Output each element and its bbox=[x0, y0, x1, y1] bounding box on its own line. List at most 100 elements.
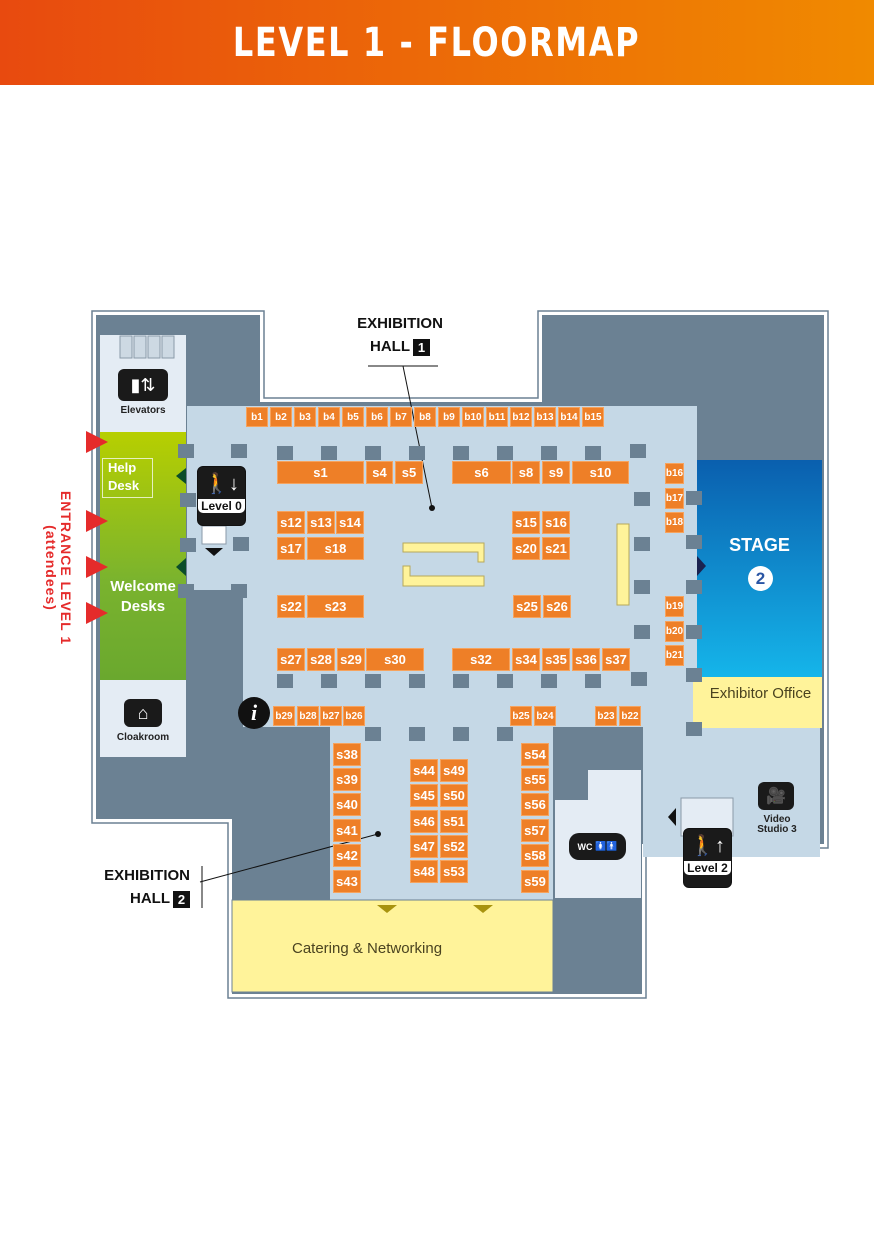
booth-s47[interactable]: s47 bbox=[410, 835, 438, 858]
booth-b26[interactable]: b26 bbox=[343, 706, 365, 726]
booth-b1[interactable]: b1 bbox=[246, 407, 268, 427]
booth-b18[interactable]: b18 bbox=[665, 512, 684, 533]
booth-b5[interactable]: b5 bbox=[342, 407, 364, 427]
booth-s25[interactable]: s25 bbox=[513, 595, 541, 618]
booth-s28[interactable]: s28 bbox=[307, 648, 335, 671]
booth-s18[interactable]: s18 bbox=[307, 537, 364, 560]
booth-b29[interactable]: b29 bbox=[273, 706, 295, 726]
booth-s53[interactable]: s53 bbox=[440, 860, 468, 883]
booth-s57[interactable]: s57 bbox=[521, 819, 549, 842]
booth-s37[interactable]: s37 bbox=[602, 648, 630, 671]
booth-s49[interactable]: s49 bbox=[440, 759, 468, 782]
booth-s17[interactable]: s17 bbox=[277, 537, 305, 560]
booth-s42[interactable]: s42 bbox=[333, 844, 361, 867]
booth-s34[interactable]: s34 bbox=[512, 648, 540, 671]
booth-s35[interactable]: s35 bbox=[542, 648, 570, 671]
pillar bbox=[497, 674, 513, 688]
welcome-desks-label: Welcome Desks bbox=[110, 578, 176, 615]
booth-s30[interactable]: s30 bbox=[366, 648, 424, 671]
booth-b25[interactable]: b25 bbox=[510, 706, 532, 726]
booth-s48[interactable]: s48 bbox=[410, 860, 438, 883]
booth-s59[interactable]: s59 bbox=[521, 870, 549, 893]
pillar bbox=[686, 535, 702, 549]
booth-b9[interactable]: b9 bbox=[438, 407, 460, 427]
booth-b12[interactable]: b12 bbox=[510, 407, 532, 427]
booth-s21[interactable]: s21 bbox=[542, 537, 570, 560]
booth-b23[interactable]: b23 bbox=[595, 706, 617, 726]
pillar bbox=[634, 625, 650, 639]
booth-b7[interactable]: b7 bbox=[390, 407, 412, 427]
booth-b3[interactable]: b3 bbox=[294, 407, 316, 427]
elevator-icon: ▮⇅ bbox=[118, 369, 168, 401]
booth-s36[interactable]: s36 bbox=[572, 648, 600, 671]
booth-b14[interactable]: b14 bbox=[558, 407, 580, 427]
pillar bbox=[631, 672, 647, 686]
booth-b8[interactable]: b8 bbox=[414, 407, 436, 427]
booth-s27[interactable]: s27 bbox=[277, 648, 305, 671]
booth-s43[interactable]: s43 bbox=[333, 870, 361, 893]
booth-s9[interactable]: s9 bbox=[542, 461, 570, 484]
booth-s54[interactable]: s54 bbox=[521, 743, 549, 766]
hanger-icon: ⌂ bbox=[124, 699, 162, 727]
stage-label: STAGE bbox=[729, 535, 790, 555]
booth-s55[interactable]: s55 bbox=[521, 768, 549, 791]
booth-s50[interactable]: s50 bbox=[440, 784, 468, 807]
help-desk-label: Help Desk bbox=[108, 460, 140, 493]
booth-b24[interactable]: b24 bbox=[534, 706, 556, 726]
booth-b2[interactable]: b2 bbox=[270, 407, 292, 427]
booth-s16[interactable]: s16 bbox=[542, 511, 570, 534]
booth-s41[interactable]: s41 bbox=[333, 819, 361, 842]
wc-icon: WC 🚺🚹 bbox=[569, 833, 626, 860]
stairs-down-level-0[interactable]: 🚶↓ Level 0 bbox=[197, 466, 246, 526]
pillar bbox=[686, 722, 702, 736]
booth-s14[interactable]: s14 bbox=[336, 511, 364, 534]
info-icon[interactable]: i bbox=[238, 697, 270, 729]
booth-s15[interactable]: s15 bbox=[512, 511, 540, 534]
stairs-up-level-2[interactable]: 🚶↑ Level 2 bbox=[683, 828, 732, 888]
booth-s6[interactable]: s6 bbox=[452, 461, 511, 484]
booth-b13[interactable]: b13 bbox=[534, 407, 556, 427]
booth-s1[interactable]: s1 bbox=[277, 461, 364, 484]
pillar bbox=[231, 444, 247, 458]
booth-s32[interactable]: s32 bbox=[452, 648, 510, 671]
booth-s45[interactable]: s45 bbox=[410, 784, 438, 807]
booth-s4[interactable]: s4 bbox=[366, 461, 393, 484]
booth-s52[interactable]: s52 bbox=[440, 835, 468, 858]
booth-s22[interactable]: s22 bbox=[277, 595, 305, 618]
booth-b4[interactable]: b4 bbox=[318, 407, 340, 427]
booth-s29[interactable]: s29 bbox=[337, 648, 365, 671]
booth-b16[interactable]: b16 bbox=[665, 463, 684, 484]
booth-s10[interactable]: s10 bbox=[572, 461, 629, 484]
stage-number: 2 bbox=[748, 566, 773, 591]
booth-s56[interactable]: s56 bbox=[521, 793, 549, 816]
booth-b22[interactable]: b22 bbox=[619, 706, 641, 726]
booth-s13[interactable]: s13 bbox=[307, 511, 335, 534]
booth-s20[interactable]: s20 bbox=[512, 537, 540, 560]
booth-s44[interactable]: s44 bbox=[410, 759, 438, 782]
help-desk[interactable]: Help Desk bbox=[102, 458, 153, 498]
booth-s40[interactable]: s40 bbox=[333, 793, 361, 816]
booth-s23[interactable]: s23 bbox=[307, 595, 364, 618]
booth-b21[interactable]: b21 bbox=[665, 645, 684, 666]
booth-s39[interactable]: s39 bbox=[333, 768, 361, 791]
pillar bbox=[497, 727, 513, 741]
booth-s26[interactable]: s26 bbox=[543, 595, 571, 618]
booth-b28[interactable]: b28 bbox=[297, 706, 319, 726]
booth-s58[interactable]: s58 bbox=[521, 844, 549, 867]
booth-s5[interactable]: s5 bbox=[395, 461, 423, 484]
booth-s38[interactable]: s38 bbox=[333, 743, 361, 766]
booth-b20[interactable]: b20 bbox=[665, 621, 684, 642]
booth-b15[interactable]: b15 bbox=[582, 407, 604, 427]
booth-b19[interactable]: b19 bbox=[665, 596, 684, 617]
entrance-arrow-icon bbox=[86, 556, 108, 578]
booth-b6[interactable]: b6 bbox=[366, 407, 388, 427]
booth-s8[interactable]: s8 bbox=[512, 461, 540, 484]
booth-s12[interactable]: s12 bbox=[277, 511, 305, 534]
elevators-label: Elevators bbox=[120, 405, 166, 416]
booth-b17[interactable]: b17 bbox=[665, 488, 684, 509]
booth-b27[interactable]: b27 bbox=[320, 706, 342, 726]
booth-b11[interactable]: b11 bbox=[486, 407, 508, 427]
booth-b10[interactable]: b10 bbox=[462, 407, 484, 427]
booth-s46[interactable]: s46 bbox=[410, 810, 438, 833]
booth-s51[interactable]: s51 bbox=[440, 810, 468, 833]
